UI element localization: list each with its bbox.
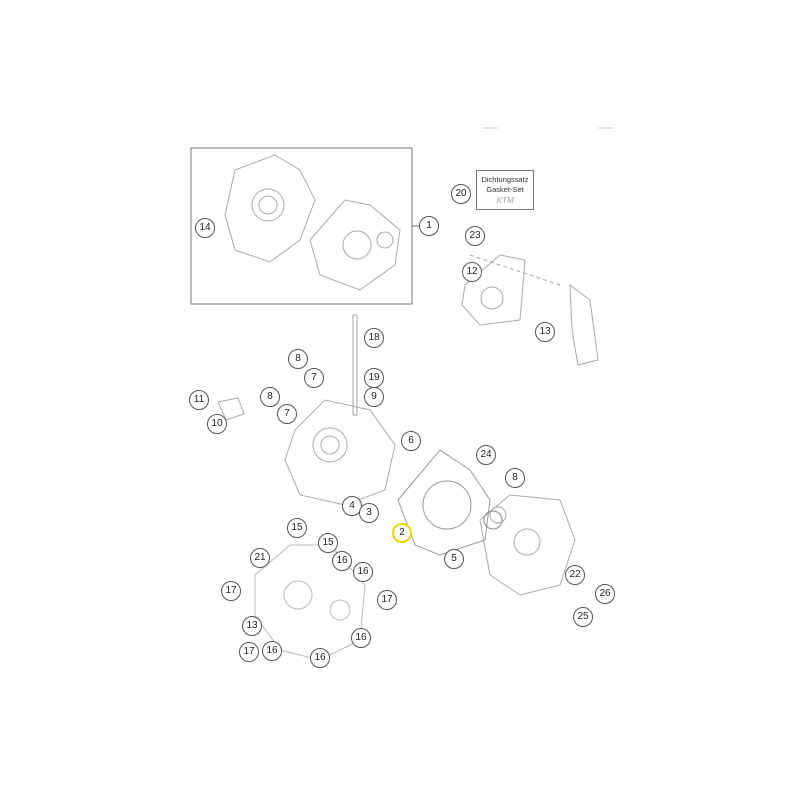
- callout-21[interactable]: 21: [250, 548, 270, 568]
- callout-8[interactable]: 8: [505, 468, 525, 488]
- gasket-2: [397, 449, 491, 556]
- callout-23[interactable]: 23: [465, 226, 485, 246]
- callout-16[interactable]: 16: [332, 551, 352, 571]
- gasket-set-label-de: Dichtungssatz: [481, 175, 529, 184]
- o-ring-24: [483, 510, 503, 530]
- callout-16[interactable]: 16: [310, 648, 330, 668]
- callout-13[interactable]: 13: [535, 322, 555, 342]
- ktm-logo: KTM: [496, 196, 514, 205]
- assembly-frame: [190, 147, 413, 305]
- gasket-set-label-en: Gasket-Set: [486, 185, 524, 194]
- callout-25[interactable]: 25: [573, 607, 593, 627]
- callout-2[interactable]: 2: [392, 523, 412, 543]
- callout-17[interactable]: 17: [221, 581, 241, 601]
- gasket-set-box: Dichtungssatz Gasket-Set KTM: [476, 170, 534, 210]
- callout-20[interactable]: 20: [451, 184, 471, 204]
- callout-26[interactable]: 26: [595, 584, 615, 604]
- callout-6[interactable]: 6: [401, 431, 421, 451]
- callout-14[interactable]: 14: [195, 218, 215, 238]
- clutch-cover: [461, 254, 599, 366]
- callout-8[interactable]: 8: [288, 349, 308, 369]
- callout-16[interactable]: 16: [353, 562, 373, 582]
- callout-15[interactable]: 15: [318, 533, 338, 553]
- callout-16[interactable]: 16: [262, 641, 282, 661]
- crankcase-left: [284, 399, 396, 506]
- callout-5[interactable]: 5: [444, 549, 464, 569]
- plate-10: [217, 397, 245, 421]
- callout-7[interactable]: 7: [304, 368, 324, 388]
- crankcase-right: [479, 494, 576, 596]
- callout-11[interactable]: 11: [189, 390, 209, 410]
- callout-7[interactable]: 7: [277, 404, 297, 424]
- callout-10[interactable]: 10: [207, 414, 227, 434]
- callout-12[interactable]: 12: [462, 262, 482, 282]
- crankcase-left-half: [224, 154, 316, 263]
- callout-8[interactable]: 8: [260, 387, 280, 407]
- stud-18: [352, 314, 358, 416]
- callout-13[interactable]: 13: [242, 616, 262, 636]
- callout-22[interactable]: 22: [565, 565, 585, 585]
- callout-17[interactable]: 17: [377, 590, 397, 610]
- callout-15[interactable]: 15: [287, 518, 307, 538]
- crankcase-right-half: [309, 199, 401, 291]
- callout-18[interactable]: 18: [364, 328, 384, 348]
- callout-24[interactable]: 24: [476, 445, 496, 465]
- callout-9[interactable]: 9: [364, 387, 384, 407]
- callout-19[interactable]: 19: [364, 368, 384, 388]
- callout-3[interactable]: 3: [359, 503, 379, 523]
- callout-17[interactable]: 17: [239, 642, 259, 662]
- callout-1[interactable]: 1: [419, 216, 439, 236]
- callout-16[interactable]: 16: [351, 628, 371, 648]
